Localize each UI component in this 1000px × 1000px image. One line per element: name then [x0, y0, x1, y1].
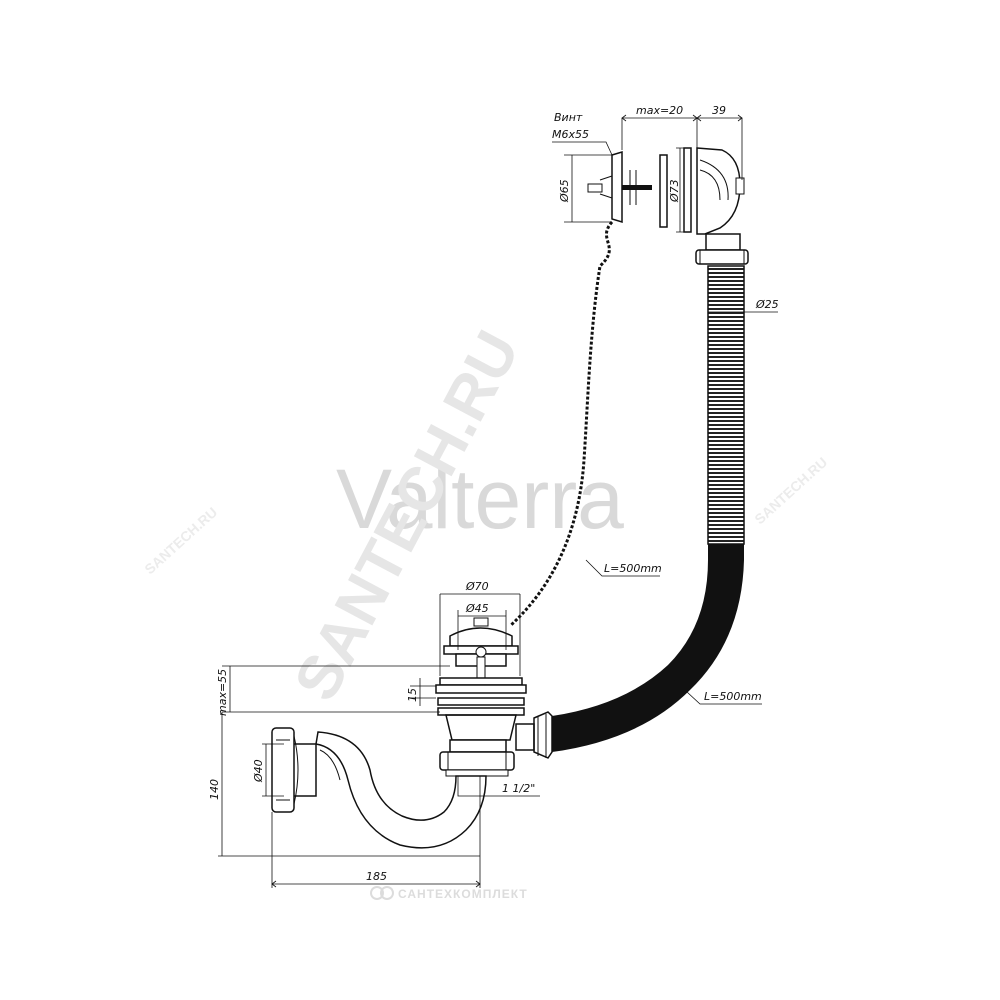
- side-watermark-right: SANTECH.RU: [751, 454, 830, 527]
- overflow-assembly: [587, 147, 749, 265]
- footer-watermark: САНТЕХКОМПЛЕКТ: [370, 886, 528, 901]
- max20-label: max=20: [636, 104, 683, 117]
- drain-assembly: [435, 617, 553, 777]
- brand-watermark: Valterra: [336, 452, 624, 546]
- h140-label: 140: [208, 779, 221, 800]
- screw-label-line2: M6x55: [552, 128, 589, 141]
- max55-label: max=55: [216, 669, 229, 716]
- d73-label: Ø73: [668, 179, 681, 203]
- h15-label: 15: [406, 688, 419, 702]
- svg-text:САНТЕХКОМПЛЕКТ: САНТЕХКОМПЛЕКТ: [398, 887, 528, 901]
- hose-length-label: L=500mm: [704, 690, 762, 703]
- dimension-texts: Винт M6x55 max=20 39 Ø65 Ø73 Ø25 L=500mm…: [208, 104, 779, 883]
- width185-label: 185: [366, 870, 387, 883]
- d40-label: Ø40: [252, 759, 265, 783]
- siphon: [271, 727, 487, 849]
- d25-label: Ø25: [755, 298, 779, 311]
- dimension-lines: [218, 114, 778, 888]
- stopper-chain: [508, 221, 614, 628]
- width39-label: 39: [712, 104, 726, 117]
- side-watermark-left: SANTECH.RU: [141, 504, 220, 577]
- d70-label: Ø70: [465, 580, 489, 593]
- d45-label: Ø45: [465, 602, 489, 615]
- chain-length-label: L=500mm: [604, 562, 662, 575]
- screw-label-line1: Винт: [554, 111, 583, 124]
- thread-label: 1 1/2": [502, 782, 535, 795]
- d65-label: Ø65: [558, 179, 571, 203]
